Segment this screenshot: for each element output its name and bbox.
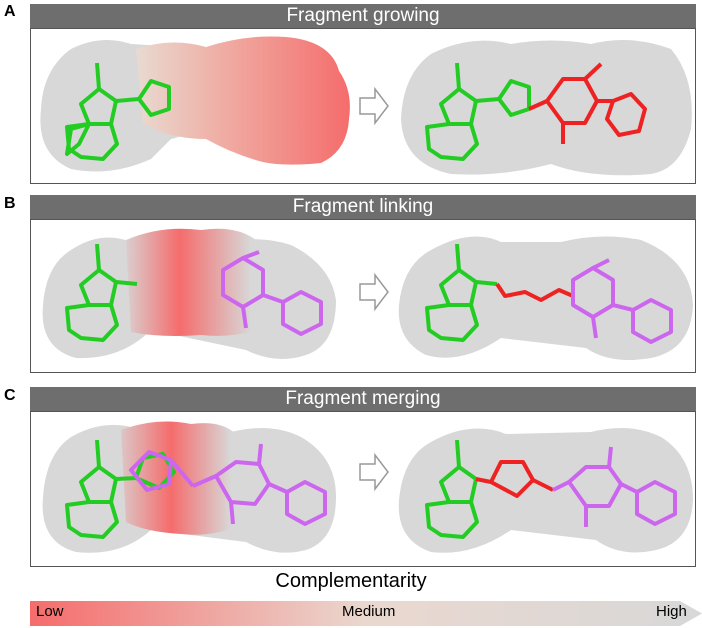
fragment-linking-diagram — [42, 228, 693, 361]
right-arrow-icon — [359, 86, 389, 126]
panel-b-header: Fragment linking — [30, 195, 696, 219]
fragment-molecule — [65, 62, 171, 161]
legend-low-label: Low — [36, 603, 64, 620]
fragment-growing-diagram — [40, 36, 692, 176]
merge-region — [121, 421, 236, 535]
panel-b-letter: B — [4, 195, 16, 212]
panel-c-box — [30, 411, 696, 567]
right-arrow-icon — [359, 452, 389, 492]
growth-region — [136, 36, 350, 165]
fragment-1 — [65, 439, 176, 539]
panel-b-box — [30, 219, 696, 373]
merged-molecule — [425, 439, 677, 539]
grown-molecule — [425, 62, 647, 161]
legend-title: Complementarity — [275, 570, 427, 592]
panel-c-header: Fragment merging — [30, 387, 696, 411]
fragment-1 — [65, 243, 138, 342]
panel-c-letter: C — [4, 387, 16, 404]
panel-a-box — [30, 28, 696, 184]
linker-region — [126, 228, 256, 336]
legend-medium-label: Medium — [342, 603, 396, 620]
panel-a-letter: A — [4, 3, 16, 20]
legend-high-label: High — [656, 603, 687, 620]
fragment-merging-diagram — [42, 421, 693, 553]
fragment-2 — [129, 443, 327, 526]
binding-pocket-result — [401, 40, 692, 176]
linked-molecule — [425, 243, 673, 344]
right-arrow-icon — [359, 272, 389, 312]
complementarity-gradient-bar — [30, 601, 702, 626]
binding-pocket-result — [398, 428, 693, 553]
panel-a-header: Fragment growing — [30, 4, 696, 28]
fragment-2 — [221, 250, 323, 336]
